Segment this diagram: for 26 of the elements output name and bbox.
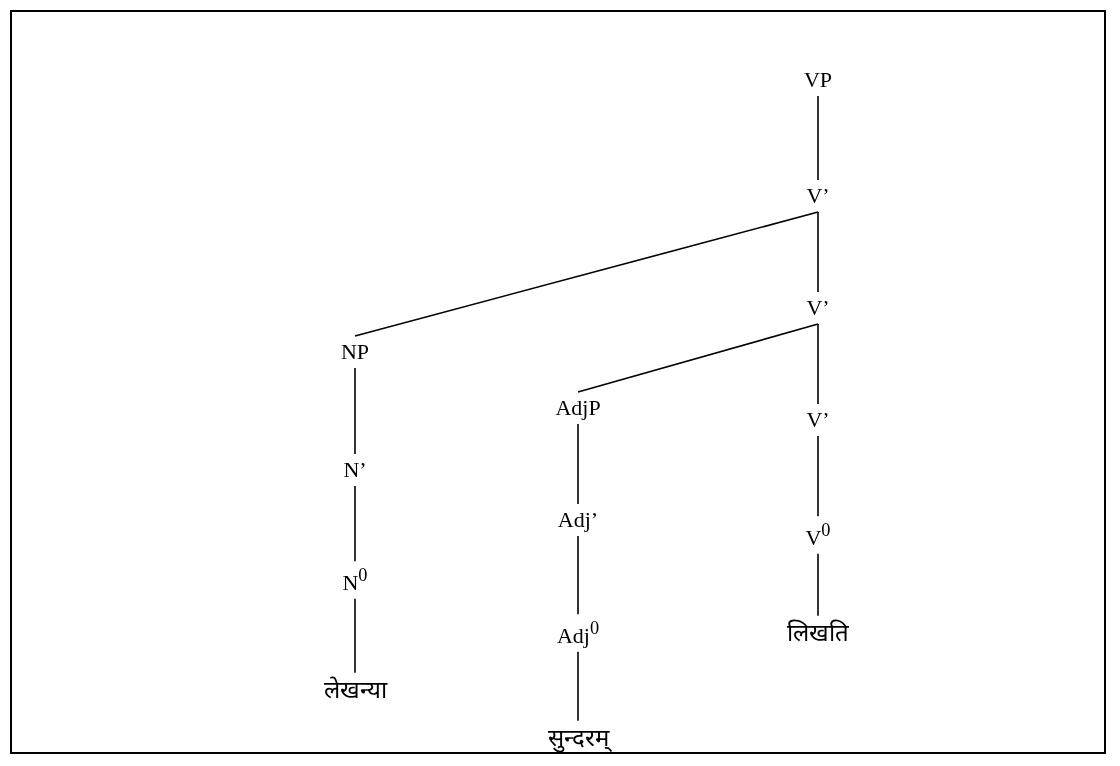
category-label: N$^{0}$ [342,565,368,595]
category-label: Adj$^{0}$ [556,618,600,648]
category-label: AdjP [555,395,601,421]
category-label: V’ [806,407,830,433]
branch-line [577,423,579,505]
category-label: NP [340,339,370,365]
branch-line [817,95,819,181]
branch-line [577,323,819,393]
category-label: V$^{0}$ [805,520,831,550]
branch-line [577,650,579,722]
category-label: V’ [806,183,830,209]
category-label: V’ [806,295,830,321]
branch-line [354,597,356,674]
category-label: N’ [343,457,367,483]
category-label: Adj’ [557,507,599,533]
branch-line [354,485,356,563]
branch-line [817,211,819,293]
branch-line [354,211,819,337]
branch-line [817,552,819,617]
branch-line [577,535,579,616]
word-label: लेखन्या [323,676,387,704]
word-label: लिखति [787,619,849,647]
category-label: VP [803,67,833,93]
branch-line [817,435,819,518]
branch-line [817,323,819,405]
branch-line [354,367,356,455]
